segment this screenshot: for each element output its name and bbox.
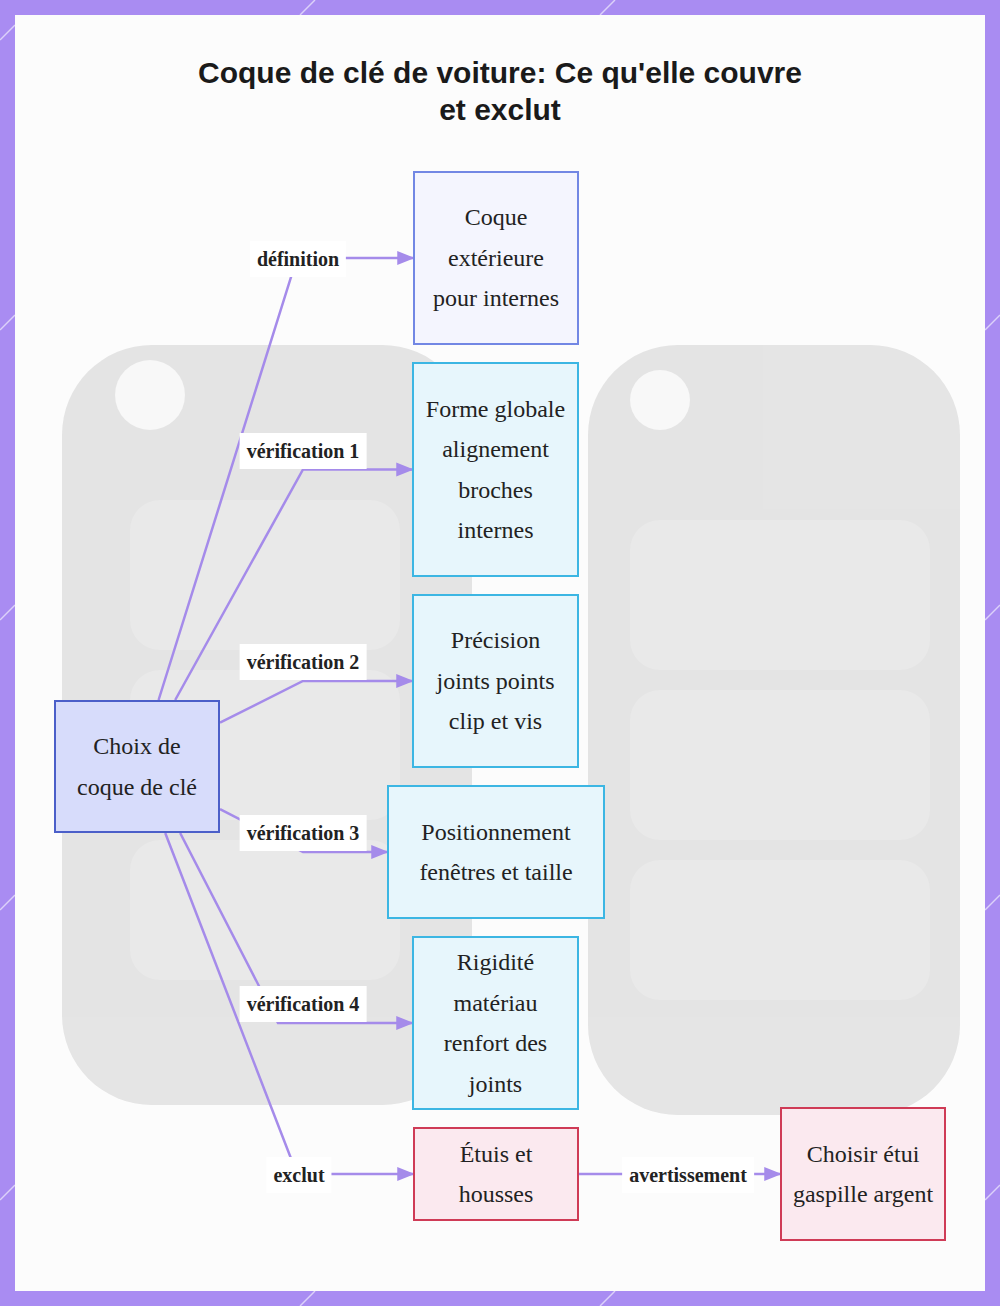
node-label: Choix de coque de clé xyxy=(66,726,208,807)
choice-box: Choix de coque de clé xyxy=(54,700,220,833)
connector-arrow xyxy=(175,470,412,701)
connector-arrow xyxy=(220,809,387,852)
check-box: Forme globale alignement broches interne… xyxy=(412,362,579,577)
node-label: Coque extérieure pour internes xyxy=(425,197,567,319)
connector-arrow xyxy=(165,833,413,1174)
node-label: Positionnement fenêtres et taille xyxy=(399,812,593,893)
edge-label: définition xyxy=(250,241,346,277)
connector-arrow xyxy=(180,833,412,1023)
fade-overlay xyxy=(15,15,985,1291)
node-label: Forme globale alignement broches interne… xyxy=(424,389,567,551)
node-label: Précision joints points clip et vis xyxy=(424,620,567,742)
connector-arrow xyxy=(159,258,413,700)
definition-box: Coque extérieure pour internes xyxy=(413,171,579,345)
excluded-box: Étuis et housses xyxy=(413,1127,579,1221)
edge-label: avertissement xyxy=(622,1157,754,1193)
edge-label: vérification 4 xyxy=(240,986,367,1022)
edge-label: vérification 3 xyxy=(240,815,367,851)
check-box: Précision joints points clip et vis xyxy=(412,594,579,768)
node-label: Rigidité matériau renfort des joints xyxy=(424,942,567,1104)
node-label: Choisir étui gaspille argent xyxy=(792,1134,934,1215)
edge-label: vérification 2 xyxy=(240,644,367,680)
check-box: Positionnement fenêtres et taille xyxy=(387,785,605,919)
edge-label: vérification 1 xyxy=(240,433,367,469)
warning-box: Choisir étui gaspille argent xyxy=(780,1107,946,1241)
diagram-title: Coque de clé de voiture: Ce qu'elle couv… xyxy=(190,54,810,128)
node-label: Étuis et housses xyxy=(425,1134,567,1215)
connector-arrow xyxy=(220,681,412,723)
page-panel xyxy=(15,15,985,1291)
edge-label: exclut xyxy=(266,1157,331,1193)
check-box: Rigidité matériau renfort des joints xyxy=(412,936,579,1110)
